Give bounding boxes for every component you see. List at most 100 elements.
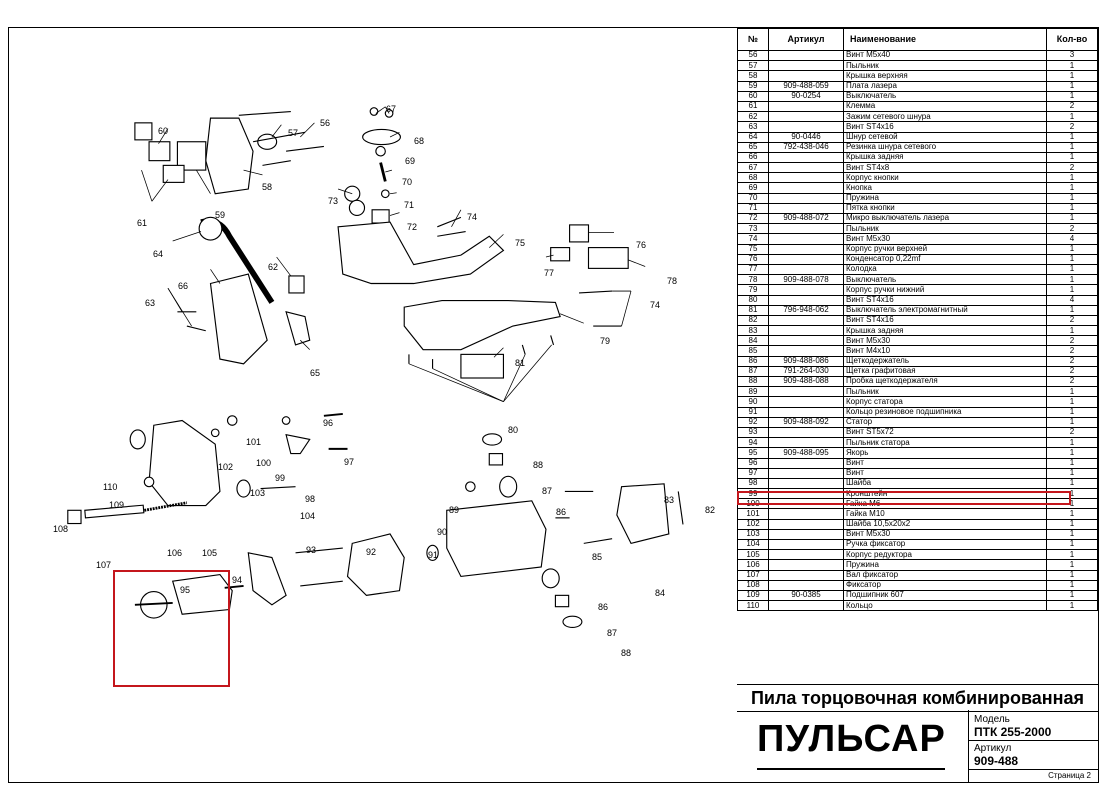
callout-91: 91 [428,550,439,560]
row-number: 57 [737,60,769,72]
row-name: Колодка [843,263,1047,276]
row-number: 101 [737,508,769,520]
row-name: Корпус кнопки [843,172,1047,184]
callout-96: 96 [323,418,334,428]
row-qty: 1 [1046,253,1098,265]
row-number: 90 [737,396,769,408]
row-article [768,396,844,408]
row-name: Винт М5x30 [843,528,1047,541]
row-qty: 1 [1046,600,1098,612]
part-79-lower-handle [403,299,561,351]
callout-60: 60 [158,126,169,136]
row-qty: 1 [1046,263,1098,276]
row-name: Винт ST4x16 [843,294,1047,306]
row-name: Корпус редуктора [843,549,1047,561]
row-name: Винт М5x30 [843,335,1047,347]
row-number: 103 [737,528,769,541]
row-number: 64 [737,131,769,143]
row-qty: 1 [1046,416,1098,428]
row-name: Выключатель [843,274,1047,286]
callout-58: 58 [262,182,273,192]
row-article [768,121,844,133]
row-article [768,426,844,439]
row-qty: 2 [1046,100,1098,113]
callout-65: 65 [310,368,321,378]
callout-74-lower: 74 [650,300,661,310]
callout-69: 69 [405,156,416,166]
row-number: 82 [737,314,769,327]
row-article [768,457,844,469]
callout-67: 67 [386,104,397,114]
row-number: 72 [737,212,769,225]
callout-93: 93 [306,545,317,555]
row-number: 81 [737,304,769,316]
row-qty: 2 [1046,375,1098,388]
callout-109: 109 [109,500,125,510]
model-label: Модель [974,714,1010,725]
row-qty: 1 [1046,284,1098,296]
row-article [768,192,844,204]
callout-71: 71 [404,200,415,210]
row-qty: 1 [1046,202,1098,215]
callout-70: 70 [402,177,413,187]
row-name: Щеткодержатель [843,355,1047,367]
row-qty: 4 [1046,233,1098,245]
row-article: 909-488-059 [768,80,844,92]
row-name: Крышка верхняя [843,70,1047,82]
row-qty: 1 [1046,141,1098,153]
row-qty: 2 [1046,355,1098,367]
callout-101: 101 [246,437,262,447]
row-qty: 1 [1046,182,1098,194]
row-qty: 1 [1046,569,1098,581]
row-qty: 1 [1046,528,1098,541]
highlight-row-95 [737,491,1071,505]
row-name: Пятка кнопки [843,202,1047,215]
row-qty: 1 [1046,304,1098,316]
part-76-capacitor [569,224,590,243]
row-article: 909-488-086 [768,355,844,367]
callout-82: 82 [705,505,716,515]
row-number: 56 [737,49,769,62]
table-header-row: № Артикул Наименование Кол-во [737,28,1098,51]
callout-84: 84 [655,588,666,598]
row-qty: 1 [1046,325,1098,337]
row-name: Зажим сетевого шнура [843,111,1047,123]
row-article [768,518,844,530]
row-name: Кольцо [843,600,1047,612]
row-name: Винт ST4x16 [843,121,1047,133]
row-number: 71 [737,202,769,215]
row-name: Фиксатор [843,579,1047,591]
row-number: 78 [737,274,769,286]
row-article [768,477,844,490]
row-number: 80 [737,294,769,306]
row-name: Пыльник статора [843,437,1047,449]
row-qty: 1 [1046,447,1098,459]
row-qty: 1 [1046,111,1098,123]
callout-88-upper: 88 [533,460,544,470]
row-qty: 1 [1046,274,1098,286]
row-article [768,325,844,337]
row-article [768,233,844,245]
col-num: № [737,28,769,51]
brand-logo: ПУЛЬСАР [757,718,946,760]
callout-61: 61 [137,218,148,228]
